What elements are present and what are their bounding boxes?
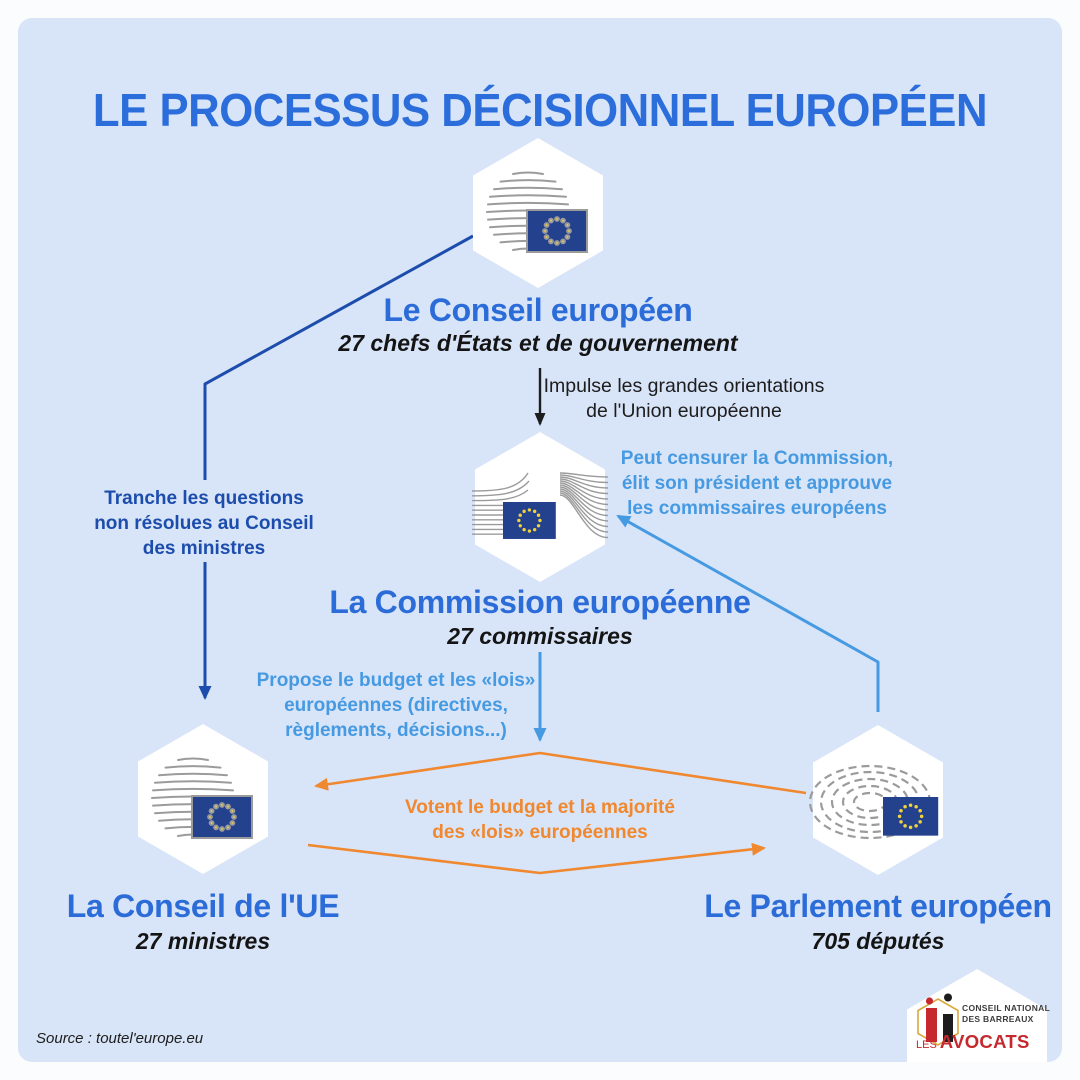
cnb-brand-les: LES bbox=[916, 1039, 937, 1051]
label-propose: Propose le budget et les «lois» européen… bbox=[256, 670, 536, 741]
arrow-votent-top bbox=[314, 751, 807, 795]
page-title: LE PROCESSUS DÉCISIONNEL EUROPÉEN bbox=[92, 83, 988, 136]
label-censure: Peut censurer la Commission, élit son pr… bbox=[620, 448, 894, 519]
cnb-org-name: CONSEIL NATIONAL DES BARREAUX bbox=[962, 1003, 1051, 1024]
infographic-canvas bbox=[18, 18, 1062, 1062]
node-commission-hexagon bbox=[472, 432, 608, 582]
node-conseil-europeen-hexagon bbox=[473, 138, 603, 288]
cnb-brand-avocats: AVOCATS bbox=[939, 1031, 1030, 1052]
cnb-logo bbox=[907, 969, 1047, 1062]
label-impulse: Impulse les grandes orientations de l'Un… bbox=[543, 375, 825, 422]
node-conseil-ue-hexagon bbox=[138, 724, 268, 874]
conseil-europeen-subtitle: 27 chefs d'États et de gouvernement bbox=[338, 330, 738, 356]
diagram-graphics bbox=[138, 138, 1047, 1062]
commission-subtitle: 27 commissaires bbox=[447, 623, 633, 649]
conseil-ue-subtitle: 27 ministres bbox=[135, 928, 271, 954]
conseil-ue-title: La Conseil de l'UE bbox=[66, 888, 340, 924]
label-votent: Votent le budget et la majorité des «loi… bbox=[405, 797, 675, 843]
arrow-tranche-upper bbox=[203, 234, 474, 480]
arrow-censure bbox=[616, 514, 880, 712]
cnb-figures-icon bbox=[925, 993, 953, 1042]
cnb-gold-hexagon-icon bbox=[917, 998, 959, 1046]
parlement-subtitle: 705 députés bbox=[811, 928, 945, 954]
cnb-brand: LES AVOCATS bbox=[916, 1031, 1030, 1053]
conseil-europeen-title: Le Conseil européen bbox=[383, 292, 693, 328]
arrow-votent-bottom bbox=[307, 842, 766, 875]
source-credit: Source : toutel'europe.eu bbox=[36, 1030, 204, 1047]
node-parlement-hexagon bbox=[810, 725, 943, 875]
commission-title: La Commission européenne bbox=[329, 584, 751, 620]
parlement-title: Le Parlement européen bbox=[704, 888, 1052, 924]
label-tranche: Tranche les questions non résolues au Co… bbox=[94, 488, 314, 559]
